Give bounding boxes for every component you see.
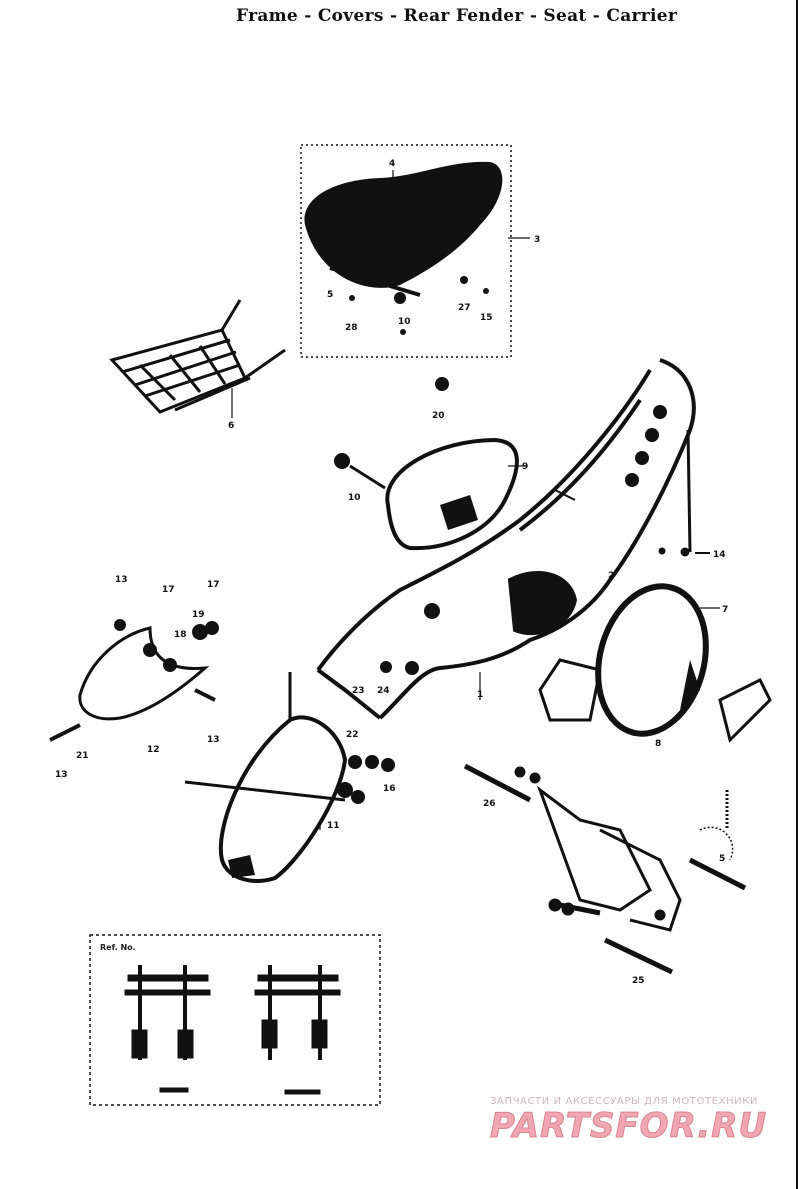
part-label-3: 3: [534, 235, 540, 245]
ref-no-inset: Ref. No.: [89, 934, 381, 1106]
ref-no-label: Ref. No.: [100, 943, 136, 952]
watermark-subtitle: ЗАПЧАСТИ И АКСЕССУАРЫ ДЛЯ МОТОТЕХНИКИ: [490, 1096, 759, 1107]
main-frame: [316, 358, 696, 722]
part-label-16: 16: [383, 784, 396, 794]
part-label-11: 11: [327, 821, 340, 831]
part-label-13-bottom: 13: [55, 770, 68, 780]
part-label-5: 5: [327, 290, 333, 300]
part-label-6: 6: [228, 421, 234, 431]
part-label-10-cover: 10: [348, 493, 361, 503]
rear-fender: [184, 672, 395, 883]
part-label-4: 4: [389, 159, 395, 169]
part-label-26: 26: [483, 799, 496, 809]
part-label-23: 23: [352, 686, 365, 696]
part-labels: 4 3 5 28 10 27 15 6 20 9 10 14 2 7 8 1 1…: [55, 159, 728, 986]
rear-mount-bracket: [463, 763, 747, 975]
part-label-8: 8: [655, 739, 661, 749]
part-label-5-bracket: 5: [719, 854, 725, 864]
part-label-19: 19: [192, 610, 205, 620]
part-label-27: 27: [458, 303, 471, 313]
left-side-cover: [334, 437, 526, 551]
part-label-14: 14: [713, 550, 726, 560]
seat-group-box: [300, 144, 512, 358]
part-label-20: 20: [432, 411, 445, 421]
part-label-15: 15: [480, 313, 493, 323]
front-cover: [49, 619, 219, 742]
part-label-13-top: 13: [115, 575, 128, 585]
part-label-17-left: 17: [162, 585, 175, 595]
part-label-24: 24: [377, 686, 390, 696]
part-label-1: 1: [477, 690, 483, 700]
part-label-10-seat: 10: [398, 317, 411, 327]
cap-20: [435, 377, 449, 391]
right-side-cover: [595, 583, 772, 743]
part-label-2: 2: [608, 571, 614, 581]
rear-carrier: [109, 299, 286, 418]
part-label-21: 21: [76, 751, 89, 761]
part-label-18: 18: [174, 630, 187, 640]
diagram-title: Frame - Covers - Rear Fender - Seat - Ca…: [236, 6, 678, 26]
seat-assembly: [304, 161, 530, 335]
part-label-17-right: 17: [207, 580, 220, 590]
watermark-logo: PARTSFOR.RU: [489, 1106, 768, 1147]
part-label-12: 12: [147, 745, 160, 755]
part-label-22: 22: [346, 730, 359, 740]
frame-bolt-14: [658, 429, 710, 557]
part-label-25: 25: [632, 976, 645, 986]
part-label-28-seat: 28: [345, 323, 358, 333]
part-label-13-right: 13: [207, 735, 220, 745]
part-label-7: 7: [722, 605, 728, 615]
part-label-9: 9: [522, 462, 528, 472]
